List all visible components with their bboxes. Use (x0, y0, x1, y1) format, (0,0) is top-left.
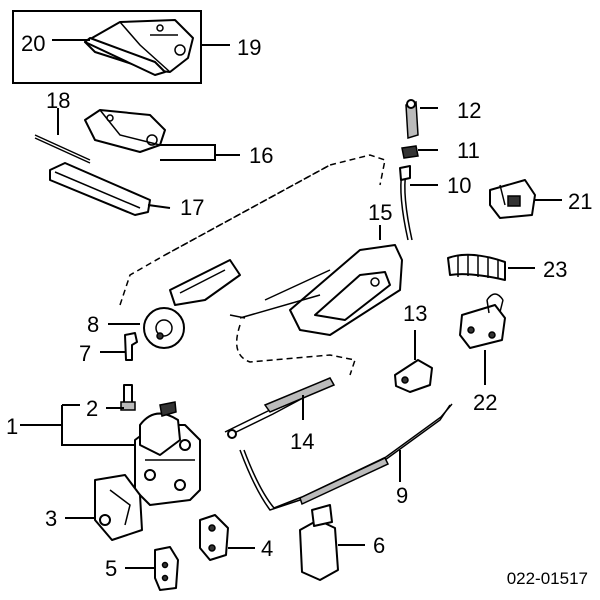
leader-lines (20, 39, 562, 569)
callout-14: 14 (290, 429, 314, 454)
callout-1: 1 (6, 414, 18, 439)
callout-labels: 20 19 18 16 17 12 11 10 21 15 23 13 8 7 … (6, 31, 592, 581)
callout-8: 8 (87, 312, 99, 337)
part-rod-assembly (399, 99, 419, 241)
part-handle-frame (84, 109, 166, 153)
callout-3: 3 (45, 506, 57, 531)
callout-23: 23 (543, 257, 567, 282)
part-grip-cover (49, 162, 151, 216)
callout-19: 19 (237, 35, 261, 60)
callout-2: 2 (86, 396, 98, 421)
part-tiny-plate (154, 546, 179, 591)
callout-9: 9 (396, 483, 408, 508)
part-bolt (120, 384, 136, 411)
part-clip (124, 332, 138, 361)
part-small-plate (199, 514, 229, 561)
part-cable-9 (239, 403, 453, 511)
part-inner-handle-bracket (84, 19, 194, 76)
catalog-number: 022-01517 (507, 569, 588, 588)
callout-10: 10 (447, 173, 471, 198)
part-latch (134, 401, 201, 506)
callout-13: 13 (403, 301, 427, 326)
part-striker (459, 293, 506, 349)
part-grommet (143, 307, 185, 349)
callout-18: 18 (46, 88, 70, 113)
callout-5: 5 (105, 556, 117, 581)
part-outer-handle (169, 244, 403, 336)
part-latch-plate (94, 474, 143, 541)
callout-20: 20 (21, 31, 45, 56)
part-lock-cylinder (299, 504, 339, 581)
part-actuator (394, 359, 433, 393)
callout-6: 6 (373, 533, 385, 558)
door-outline (119, 154, 386, 376)
inset-box (12, 10, 202, 84)
callout-17: 17 (180, 195, 204, 220)
part-bracket (489, 179, 536, 219)
callout-22: 22 (473, 390, 497, 415)
part-boot (447, 253, 506, 281)
callout-4: 4 (261, 536, 273, 561)
callout-11: 11 (457, 138, 480, 163)
callout-16: 16 (249, 143, 273, 168)
callout-21: 21 (568, 189, 592, 214)
linkage-rods (229, 269, 331, 319)
callout-7: 7 (79, 341, 91, 366)
callout-15: 15 (368, 200, 392, 225)
part-rod (34, 134, 91, 164)
part-cable-14 (224, 377, 336, 439)
callout-12: 12 (457, 98, 481, 123)
